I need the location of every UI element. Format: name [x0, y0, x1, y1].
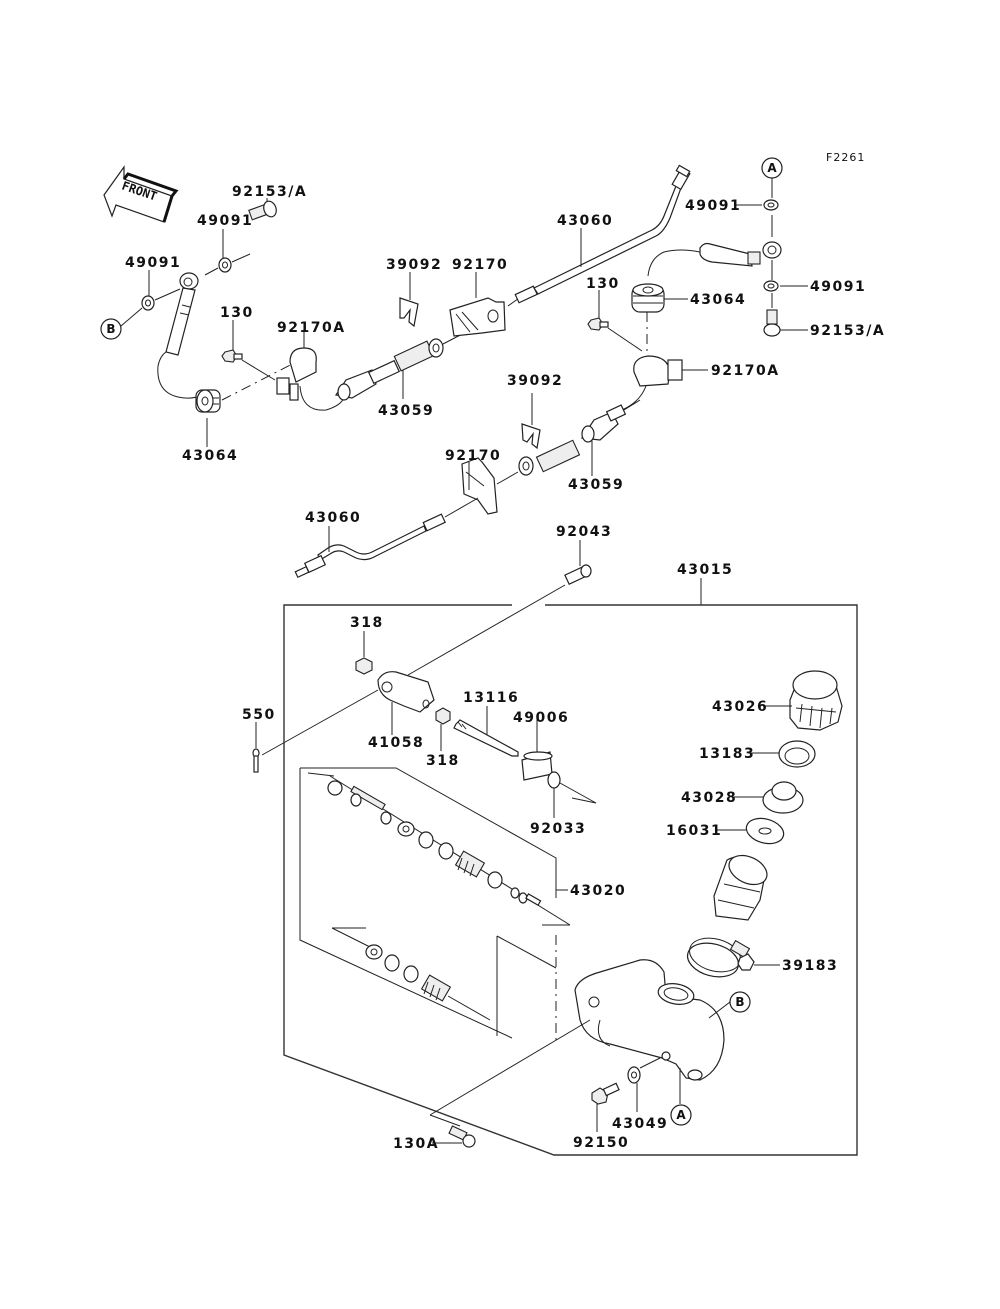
callout-b-left: B	[100, 318, 122, 340]
label-43020: 43020	[570, 883, 626, 899]
label-43060-lower: 43060	[305, 510, 361, 526]
washer-49091-left-upper	[218, 257, 232, 273]
label-92150: 92150	[573, 1135, 629, 1151]
grommet-43064-left	[195, 389, 221, 413]
label-13116: 13116	[463, 690, 519, 706]
label-130-left: 130	[220, 305, 254, 321]
label-49091-left-upper: 49091	[197, 213, 253, 229]
label-130-right: 130	[586, 276, 620, 292]
grommet-43064-right	[631, 283, 665, 313]
front-arrow-icon: FRONT	[103, 165, 179, 223]
bolt-130-right	[587, 317, 609, 331]
label-39183: 39183	[782, 958, 838, 974]
label-39092-upper: 39092	[386, 257, 442, 273]
label-49091-right-upper: 49091	[685, 198, 741, 214]
assembly-box-43015	[283, 604, 858, 1156]
washer-49091-right-upper	[763, 199, 779, 211]
svg-text:A: A	[767, 161, 777, 175]
bracket-92170-upper	[449, 297, 506, 337]
label-39092-lower: 39092	[507, 373, 563, 389]
label-318-lower: 318	[426, 753, 460, 769]
diaphragm-43028	[762, 781, 804, 814]
label-550: 550	[242, 707, 276, 723]
svg-text:A: A	[676, 1108, 686, 1122]
label-92043: 92043	[556, 524, 612, 540]
clip-39092-lower	[521, 423, 541, 450]
clamp-92170A-right	[621, 355, 683, 411]
label-92170-lower: 92170	[445, 448, 501, 464]
piston-parts-lower	[331, 927, 491, 1021]
washer-49091-left-lower	[141, 295, 155, 311]
nut-318-lower	[435, 707, 451, 725]
rod-43060-upper	[514, 164, 691, 304]
hose-left	[157, 272, 203, 399]
label-318-upper: 318	[350, 615, 384, 631]
bolt-130A	[448, 1125, 476, 1148]
banjo-bolt-left	[248, 200, 277, 221]
washer-49091-right-lower	[763, 280, 779, 292]
label-43064-right: 43064	[690, 292, 746, 308]
label-43028: 43028	[681, 790, 737, 806]
plate-13183	[778, 740, 816, 768]
master-cylinder-body	[574, 959, 725, 1081]
cable-43059-upper	[334, 338, 444, 401]
label-43049: 43049	[612, 1116, 668, 1132]
label-43026: 43026	[712, 699, 768, 715]
banjo-bolt-right	[763, 309, 781, 337]
callout-a-body: A	[670, 1104, 692, 1126]
nut-318-upper	[355, 657, 373, 675]
label-49091-right-lower: 49091	[810, 279, 866, 295]
cotter-pin-550	[252, 748, 260, 773]
label-41058: 41058	[368, 735, 424, 751]
pin-92043	[564, 564, 592, 585]
svg-text:B: B	[735, 995, 744, 1009]
label-13183: 13183	[699, 746, 755, 762]
clevis-41058	[377, 671, 435, 713]
hose-right	[647, 241, 782, 277]
hose-clamp-39183	[686, 937, 755, 978]
piston-parts-upper	[327, 780, 542, 907]
label-43059-upper: 43059	[378, 403, 434, 419]
clamp-92170A-left	[276, 347, 345, 411]
label-43060-upper: 43060	[557, 213, 613, 229]
label-92170A-right: 92170A	[711, 363, 780, 379]
pushrod-13116	[453, 719, 519, 757]
washer-43049	[627, 1066, 641, 1084]
label-92170A-left: 92170A	[277, 320, 346, 336]
boot-49006	[521, 751, 553, 781]
reservoir-cap-43026	[789, 670, 843, 731]
label-43059-lower: 43059	[568, 477, 624, 493]
label-130A: 130A	[393, 1136, 439, 1152]
rod-43060-lower	[294, 513, 446, 579]
cable-43059-lower	[518, 404, 627, 476]
label-92153A-right: 92153/A	[810, 323, 885, 339]
clip-39092-upper	[399, 297, 419, 328]
label-92170-upper: 92170	[452, 257, 508, 273]
label-43064-left: 43064	[182, 448, 238, 464]
bracket-92170-lower	[461, 457, 498, 515]
label-49091-left-lower: 49091	[125, 255, 181, 271]
figure-id: F2261	[826, 151, 865, 164]
piston-kit-43020-outline	[300, 767, 557, 898]
label-92033: 92033	[530, 821, 586, 837]
svg-text:B: B	[106, 322, 115, 336]
reservoir-body	[713, 854, 768, 921]
bolt-130-left	[221, 349, 243, 363]
label-92153A-left: 92153/A	[232, 184, 307, 200]
washer-16031	[745, 817, 785, 845]
label-16031: 16031	[666, 823, 722, 839]
callout-a-top: A	[761, 157, 783, 179]
bolt-92150	[591, 1082, 620, 1105]
callout-b-body: B	[729, 991, 751, 1013]
label-43015: 43015	[677, 562, 733, 578]
label-49006: 49006	[513, 710, 569, 726]
circlip-92033	[547, 771, 561, 789]
